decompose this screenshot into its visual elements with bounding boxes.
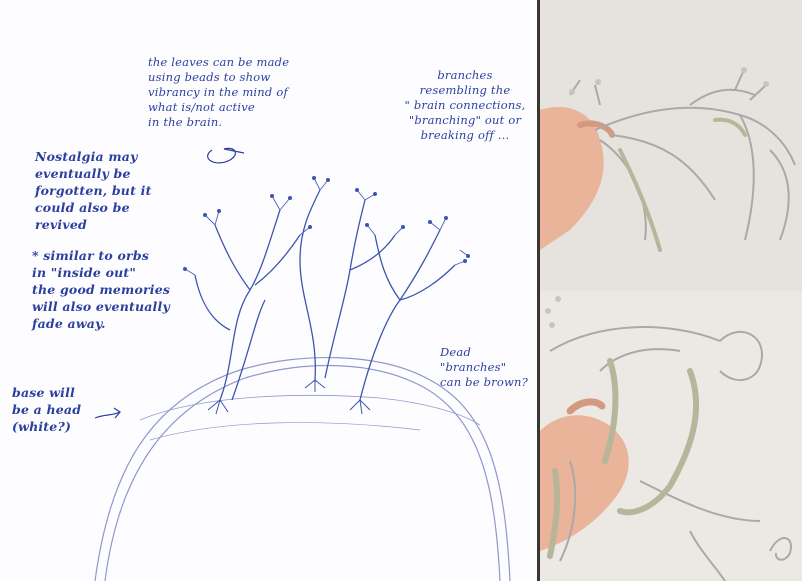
- hand-icon: [540, 107, 604, 250]
- head-outline: [95, 358, 510, 581]
- annotation-branches: branches resembling the " brain connecti…: [395, 68, 535, 143]
- photo-wire-headpiece-bottom: [540, 291, 802, 581]
- branch-buds: [183, 176, 470, 271]
- photo-wire-headpiece-top: [540, 0, 802, 291]
- annotation-nostalgia: Nostalgia may eventually be forgotten, b…: [35, 148, 165, 233]
- sketch-panel: the leaves can be made using beads to sh…: [0, 0, 537, 581]
- wire-headpiece-top-illustration: [540, 0, 802, 291]
- wire-headpiece-bottom-illustration: [540, 291, 802, 581]
- annotation-orbs: * similar to orbs in "inside out" the go…: [32, 247, 192, 332]
- branch-roots: [208, 380, 370, 414]
- wire-beads-bottom: [545, 296, 561, 328]
- annotation-dead-branches: Dead "branches" can be brown?: [440, 345, 540, 390]
- branch-trunks: [195, 190, 455, 400]
- branch-twigs: [185, 178, 468, 275]
- wire-strands: [570, 72, 795, 240]
- annotation-base: base will be a head (white?): [12, 384, 102, 435]
- annotation-leaves: the leaves can be made using beads to sh…: [148, 55, 323, 130]
